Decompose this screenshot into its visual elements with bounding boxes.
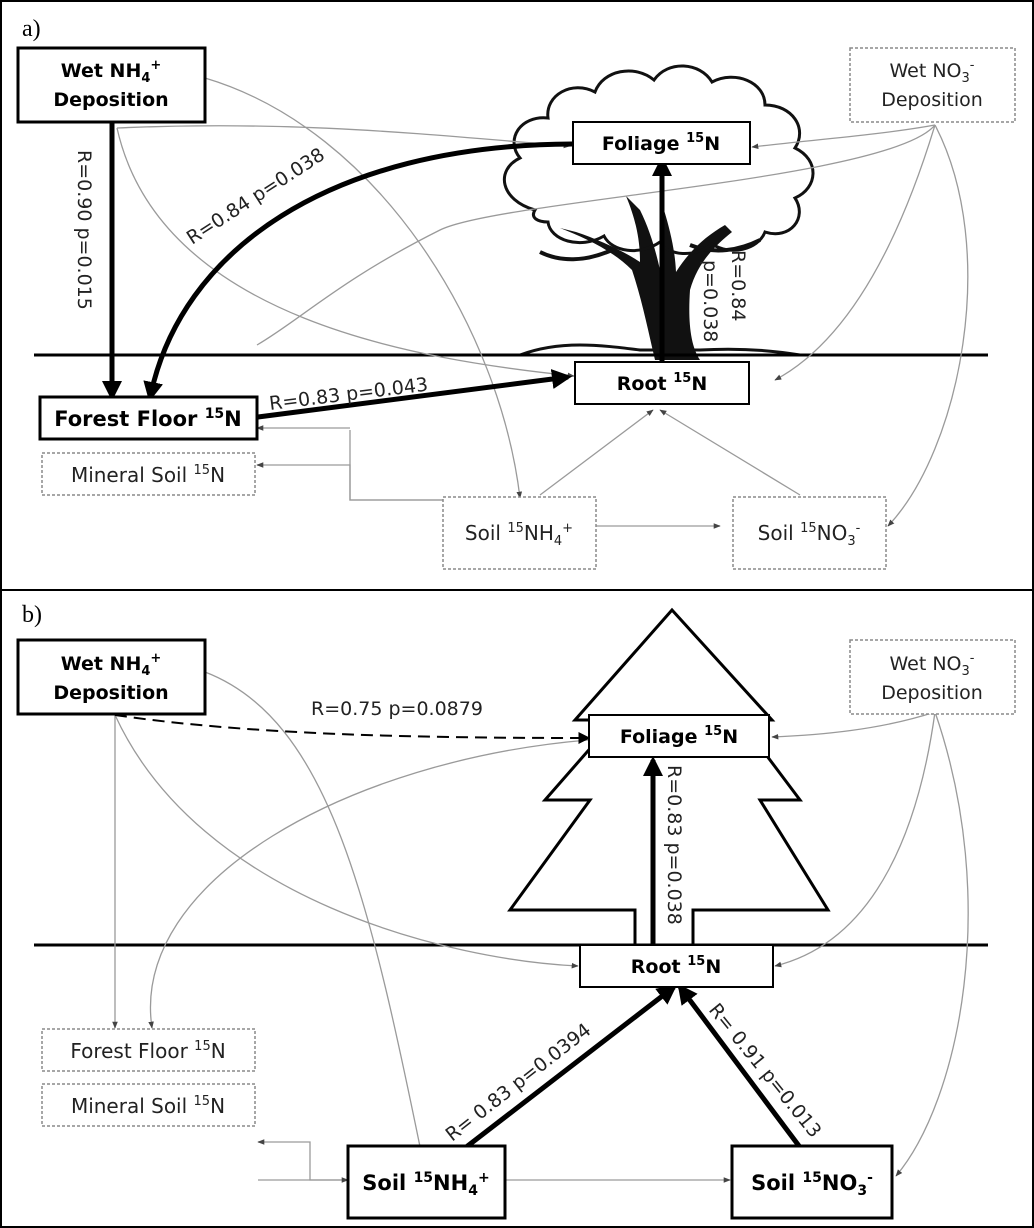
- node-a-soil-no3: Soil 15NO3-: [732, 496, 887, 570]
- svg-text:Mineral Soil 15N: Mineral Soil 15N: [71, 463, 225, 487]
- edge-label-b-soilnh4-root: R= 0.83 p=0.0394: [442, 1019, 596, 1146]
- svg-text:Wet NH4+: Wet NH4+: [61, 58, 162, 86]
- edge-label-a-forestfloor-root: R=0.83 p=0.043: [268, 374, 429, 415]
- edge-label-b-soilno3-root: R= 0.91 p=0.013: [704, 999, 825, 1142]
- svg-text:Forest Floor 15N: Forest Floor 15N: [54, 406, 242, 431]
- svg-text:Deposition: Deposition: [881, 89, 983, 111]
- svg-text:Soil 15NO3-: Soil 15NO3-: [758, 521, 861, 549]
- svg-text:Wet NH4+: Wet NH4+: [61, 651, 162, 679]
- node-a-soil-nh4: Soil 15NH4+: [442, 496, 597, 570]
- svg-text:Forest Floor 15N: Forest Floor 15N: [70, 1039, 225, 1063]
- svg-text:Foliage 15N: Foliage 15N: [602, 131, 720, 155]
- svg-text:Root 15N: Root 15N: [631, 954, 721, 978]
- node-b-forest-floor: Forest Floor 15N: [41, 1028, 256, 1072]
- edge-label-b-root-foliage: R=0.83 p=0.038: [663, 765, 685, 925]
- panel-a-label: a): [22, 16, 41, 42]
- svg-text:Soil 15NO3-: Soil 15NO3-: [751, 1170, 873, 1199]
- svg-text:Foliage 15N: Foliage 15N: [620, 724, 738, 748]
- svg-text:Deposition: Deposition: [53, 682, 168, 704]
- node-b-soil-nh4: Soil 15NH4+: [346, 1144, 507, 1220]
- edge-label-a-root-foliage-2: p=0.038: [699, 260, 721, 342]
- node-a-foliage: Foliage 15N: [572, 121, 751, 165]
- node-a-forest-floor: Forest Floor 15N: [38, 395, 259, 441]
- node-b-foliage: Foliage 15N: [588, 714, 770, 758]
- node-b-wet-no3-deposition: Wet NO3- Deposition: [849, 639, 1016, 715]
- node-b-root: Root 15N: [579, 944, 774, 988]
- node-b-mineral-soil: Mineral Soil 15N: [41, 1083, 256, 1127]
- node-a-wet-no3-deposition: Wet NO3- Deposition: [849, 47, 1016, 123]
- svg-text:Mineral Soil 15N: Mineral Soil 15N: [71, 1094, 225, 1118]
- node-b-soil-no3: Soil 15NO3-: [730, 1144, 894, 1220]
- deciduous-tree-icon: [502, 64, 815, 360]
- weak-links-b: [112, 671, 969, 1183]
- strong-links-a: [102, 122, 672, 420]
- node-a-root: Root 15N: [574, 361, 750, 405]
- panel-b-label: b): [22, 602, 42, 628]
- svg-text:Wet NO3-: Wet NO3-: [889, 651, 974, 679]
- node-a-mineral-soil: Mineral Soil 15N: [41, 452, 256, 496]
- node-b-wet-nh4-deposition: Wet NH4+ Deposition: [16, 638, 207, 716]
- svg-text:Root 15N: Root 15N: [617, 371, 707, 395]
- svg-text:Deposition: Deposition: [53, 89, 168, 111]
- panel-b: b) R=0.75 p=0.0879 R=0: [16, 602, 1016, 1220]
- svg-text:Soil 15NH4+: Soil 15NH4+: [465, 521, 573, 549]
- edge-label-a-wetnh4-forestfloor: R=0.90 p=0.015: [73, 150, 95, 310]
- svg-text:Soil 15NH4+: Soil 15NH4+: [362, 1170, 489, 1199]
- svg-text:Deposition: Deposition: [881, 682, 983, 704]
- weak-links-a: [116, 77, 969, 529]
- svg-text:Wet NO3-: Wet NO3-: [889, 58, 974, 86]
- panel-a: a): [16, 16, 1016, 570]
- node-a-wet-nh4-deposition: Wet NH4+ Deposition: [16, 46, 207, 124]
- edge-label-b-wetnh4-foliage: R=0.75 p=0.0879: [311, 698, 483, 720]
- edge-label-a-root-foliage-1: R=0.84: [727, 250, 749, 321]
